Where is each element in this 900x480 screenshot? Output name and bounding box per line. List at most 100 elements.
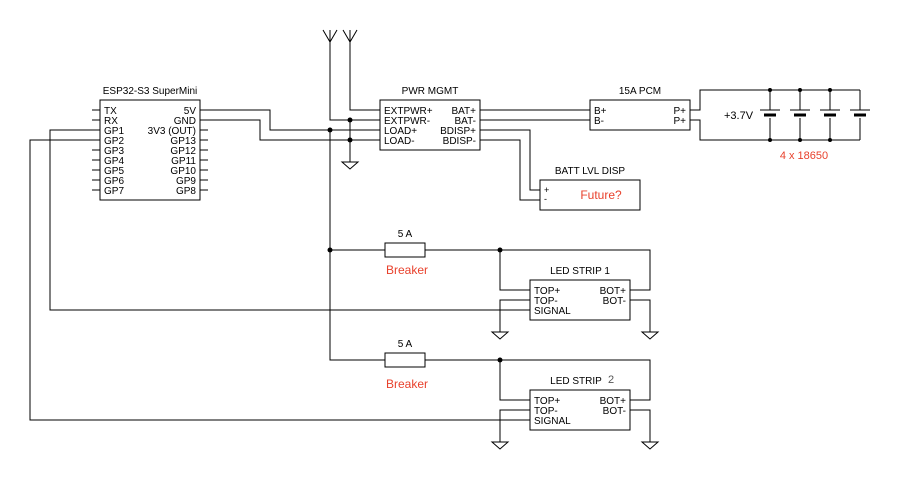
battery-cell-icon [760,90,780,140]
strip1-top-plus-wire [499,250,530,291]
pin-label: 5V [184,106,197,117]
pin-label: GP6 [104,176,124,187]
pin-label: TOP- [534,406,558,417]
strip2-top-plus-wire [499,360,530,401]
bdisp-plus-wire [480,129,540,191]
led-strip-1[interactable]: LED STRIP 1 TOP+ TOP- SIGNAL BOT+ BOT- [529,266,631,321]
pin-label: GP3 [104,146,124,157]
fuse-icon [384,352,426,368]
ground-icon [640,330,660,340]
batt-disp-module[interactable]: BATT LVL DISP + - Future? [539,166,641,211]
pin-label: SIGNAL [534,306,571,317]
pin-label: RX [104,116,118,127]
ground-icon [490,330,510,340]
pin-label: B+ [594,106,607,117]
esp32-left-pin-stubs [92,109,100,191]
esp-5v-wire [200,109,380,131]
pin-label: BDISP+ [440,126,476,137]
pin-label: BOT+ [600,396,627,407]
battery-cell-icon [850,90,870,140]
esp32-module[interactable]: ESP32-S3 SuperMini TX RX GP1 GP2 GP3 GP4… [92,86,208,201]
load-plus-bus [329,130,385,361]
junction-dot [327,127,333,133]
led-strip-title: LED STRIP 1 [550,266,610,277]
pin-label: GP13 [170,136,196,147]
strip2-top-minus-wire [499,409,530,440]
breaker-rating: 5 A [398,229,413,240]
pin-label: GP8 [176,186,196,197]
pin-label: BAT- [455,116,476,127]
battery-pack: +3.7V 4 x 18650 [724,90,870,162]
junction-dot [347,137,353,143]
extpwr-minus-terminal [322,29,338,43]
pin-label: GP4 [104,156,124,167]
fuse-icon [384,242,426,258]
esp32-title: ESP32-S3 SuperMini [103,86,198,97]
extpwr-plus-wire [349,30,380,111]
pin-label: BOT- [603,296,626,307]
pin-label: + [544,185,549,195]
breaker2-out-wire [425,359,651,401]
esp32-left-pins: TX RX GP1 GP2 GP3 GP4 GP5 GP6 GP7 [104,106,124,197]
strip2-bot-minus-wire [630,409,651,440]
bdisp-minus-wire [480,139,540,201]
pin-label: P+ [673,106,686,117]
esp-gnd-wire [200,119,380,141]
pin-label: TOP+ [534,396,560,407]
pin-label: TX [104,106,117,117]
breaker-1[interactable]: 5 A Breaker [384,229,428,277]
strip1-top-minus-wire [499,299,530,330]
batt-disp-title: BATT LVL DISP [555,166,626,177]
pwr-mgmt-module[interactable]: PWR MGMT EXTPWR+ EXTPWR- LOAD+ LOAD- BAT… [379,86,481,151]
pin-label: TOP+ [534,286,560,297]
signal1-wire [49,129,530,311]
pin-label: GP2 [104,136,124,147]
esp32-right-pin-stubs [200,129,208,191]
pin-label: - [544,194,547,204]
pin-label: B- [594,116,604,127]
pin-label: GP9 [176,176,196,187]
led-strip-2[interactable]: LED STRIP 2 TOP+ TOP- SIGNAL BOT+ BOT- [529,374,631,431]
pin-label: GP7 [104,186,124,197]
pin-label: LOAD+ [384,126,417,137]
junction-dot [497,247,503,253]
pin-label: GP5 [104,166,124,177]
pcm-title: 15A PCM [619,86,661,97]
junction-dot [497,357,503,363]
junction-dot [347,117,353,123]
wires [29,29,860,440]
pin-label: GP12 [170,146,196,157]
pin-label: GP1 [104,126,124,137]
breaker-2[interactable]: 5 A Breaker [384,339,428,391]
pack-minus-wire [690,119,860,141]
ground-icon [490,440,510,450]
pin-label: GP11 [171,156,196,167]
pin-label: EXTPWR+ [384,106,433,117]
breaker-label: Breaker [386,263,428,277]
signal2-wire [29,139,530,421]
pcm-module[interactable]: 15A PCM B+ B- P+ P+ [589,86,691,131]
pin-label: EXTPWR- [384,116,430,127]
led-strip-title: LED STRIP [550,376,602,387]
extpwr-plus-terminal [342,29,358,43]
ground-icon [340,160,360,170]
junction-dot [327,247,333,253]
pin-label: 3V3 (OUT) [148,126,196,137]
pin-label: BDISP- [443,136,476,147]
battery-note: 4 x 18650 [780,150,828,162]
breaker-label: Breaker [386,377,428,391]
pin-label: GND [174,116,196,127]
pin-label: SIGNAL [534,416,571,427]
pcm-body [589,99,691,131]
led-strip-body [529,389,631,431]
breaker-rating: 5 A [398,339,413,350]
battery-cell-icon [820,90,840,140]
battery-cell-icon [790,90,810,140]
pin-label: P+ [673,116,686,127]
pin-label: BOT- [603,406,626,417]
pin-label: GP10 [170,166,196,177]
strip1-bot-minus-wire [630,299,651,330]
breaker1-out-wire [425,249,651,291]
pwr-mgmt-title: PWR MGMT [402,86,459,97]
